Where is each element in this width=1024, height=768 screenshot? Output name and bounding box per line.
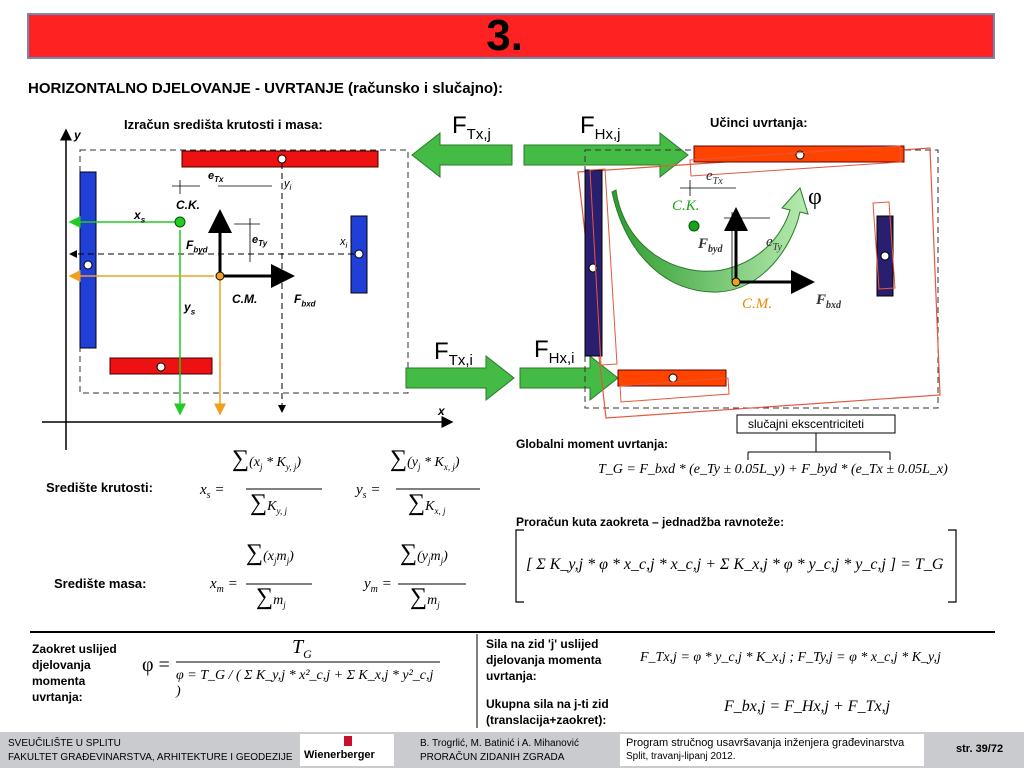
ck-label-right: C.K. (672, 198, 700, 214)
xs-denominator: ∑Ky, j (250, 490, 287, 516)
ym-denominator: ∑mj (410, 584, 440, 610)
mass-center-label: Središte masa: (54, 576, 147, 591)
title-bar: 3. (27, 11, 995, 60)
ym-lhs: ym = (364, 576, 392, 595)
xm-numerator: ∑(xjmj) (246, 540, 294, 566)
brand-name: Wienerberger (304, 749, 375, 761)
etx-label-right: eTx (706, 168, 723, 187)
rotation-arrow (611, 187, 809, 293)
footer-program-1: Program stručnog usavršavanja inženjera … (626, 737, 905, 749)
xi-label: xi (340, 236, 348, 251)
footer-university-2: FAKULTET GRAĐEVINARSTVA, ARHITEKTURE I G… (8, 752, 293, 763)
footer-program-2: Split, travanj-lipanj 2012. (626, 751, 736, 762)
tg-formula: T_G = F_bxd * (e_Ty ± 0.05L_y) + F_byd *… (598, 462, 948, 477)
right-diagram (577, 145, 941, 419)
wall-right-rotated (872, 201, 896, 290)
axis-y-label: y (74, 128, 81, 142)
wall-left-right (584, 169, 603, 357)
ys-denominator: ∑Kx, j (408, 490, 446, 516)
cm-point (215, 271, 225, 281)
fhxj-label: FHx,j (580, 112, 621, 143)
stiffness-center-label: Središte krutosti: (46, 480, 153, 495)
ys-numerator: ∑(yj * Kx, j) (390, 446, 460, 472)
ftxj-label: FTx,j (452, 112, 491, 143)
phi-label: φ (808, 184, 822, 210)
ys-lhs: ys = (356, 482, 381, 501)
xs-label: xs (134, 208, 146, 225)
phi-formula: φ = T_G / ( Σ K_y,j * x²_c,j + Σ K_x,j *… (176, 668, 434, 699)
cm-label: C.M. (232, 292, 258, 306)
wall-bottom-center (156, 362, 166, 372)
ys-label: ys (184, 300, 196, 317)
footer: SVEUČILIŠTE U SPLITU FAKULTET GRAĐEVINAR… (0, 732, 1024, 768)
xm-lhs: xm = (210, 576, 238, 595)
total-formula: F_bx,j = F_Hx,j + F_Tx,j (724, 698, 891, 715)
ck-point-right (688, 220, 700, 232)
accidental-label: slučajni ekscentriciteti (748, 417, 865, 431)
phi-lhs: φ = (142, 654, 170, 676)
ety-label-right: eTy (766, 234, 782, 253)
right-caption: Učinci uvrtanja: (710, 115, 808, 130)
xm-denominator: ∑mj (256, 584, 286, 610)
page-number: str. 39/72 (956, 743, 1004, 755)
phi-numerator: TG (292, 636, 312, 661)
ftxj-arrow (411, 131, 513, 179)
equilibrium-formula: [ Σ K_y,j * φ * x_c,j * x_c,j + Σ K_x,j … (526, 556, 944, 573)
ck-label: C.K. (176, 198, 200, 212)
wall-left-center (83, 260, 93, 270)
xs-numerator: ∑(xj * Ky, j) (232, 446, 302, 472)
rotation-due-label: Zaokret uslijed djelovanja momenta uvrta… (32, 642, 117, 704)
slide-heading: HORIZONTALNO DJELOVANJE - UVRTANJE (raču… (28, 80, 504, 97)
total-force-label: Ukupna sila na j-ti zid (translacija+zao… (486, 697, 609, 727)
wall-top-center (277, 154, 287, 164)
force-formula: F_Tx,j = φ * y_c,j * K_x,j ; F_Ty,j = φ … (640, 650, 941, 665)
global-moment-label: Globalni moment uvrtanja: (516, 437, 669, 451)
ck-point (174, 216, 186, 228)
brand-logo: Wienerberger (300, 734, 394, 766)
fbyd-label-right: Fbyd (698, 236, 723, 255)
fbyd-label: Fbyd (186, 238, 208, 255)
cm-point-right (731, 277, 741, 287)
cm-label-right: C.M. (742, 296, 772, 312)
brand-mark-icon (344, 736, 352, 746)
wall-force-label: Sila na zid 'j' uslijed djelovanja momen… (486, 637, 602, 683)
program-box: Program stručnog usavršavanja inženjera … (620, 734, 924, 766)
wall-left (79, 171, 97, 349)
ety-label: eTy (252, 234, 268, 249)
wall-left-rotated (589, 168, 618, 366)
wall-top-rotated (689, 145, 902, 177)
ftxi-label: FTx,i (434, 338, 473, 369)
footer-university-1: SVEUČILIŠTE U SPLITU (8, 738, 121, 749)
ftxi-arrow (405, 354, 515, 402)
fbxd-label-right: Fbxd (816, 292, 842, 311)
fhxi-arrow (519, 354, 619, 402)
footer-authors-2: PRORAČUN ZIDANIH ZGRADA (420, 752, 565, 763)
slide-number: 3. (486, 11, 523, 60)
axis-x-label: x (438, 404, 445, 418)
ym-numerator: ∑(yjmj) (400, 540, 448, 566)
fhxi-label: FHx,i (534, 336, 575, 367)
left-caption: Izračun središta krutosti i masa: (124, 117, 323, 132)
yi-label: yi (284, 178, 292, 193)
xs-lhs: xs = (200, 482, 225, 501)
fbxd-label: Fbxd (294, 292, 316, 309)
footer-authors-1: B. Trogrlić, M. Batinić i A. Mihanović (420, 738, 579, 749)
etx-label: eTx (208, 170, 224, 185)
left-diagram (42, 128, 454, 450)
wall-bottom-rotated (619, 377, 730, 403)
wall-right-center (354, 249, 364, 259)
rotation-angle-label: Proračun kuta zaokreta – jednadžba ravno… (516, 515, 785, 529)
